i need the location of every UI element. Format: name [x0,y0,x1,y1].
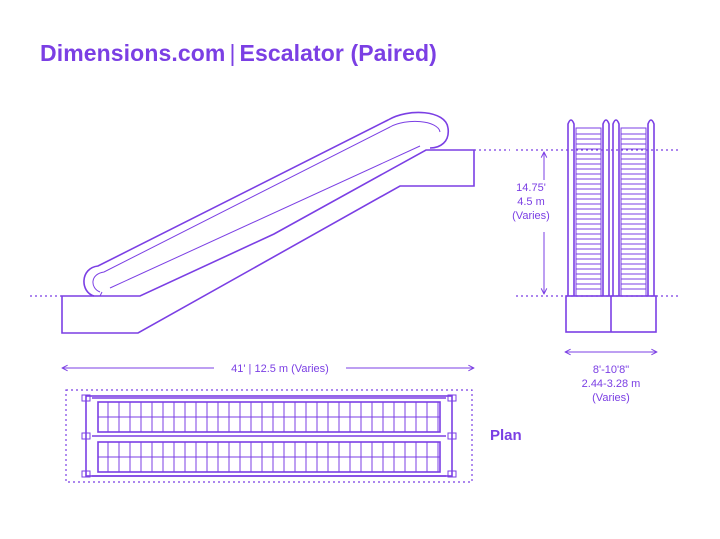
front-balustrade-left [612,119,620,296]
plan-end-post [447,394,457,402]
side-elevation [30,111,510,334]
width-ft-label: 8'-10'8" [593,364,629,376]
plan-step-grid [81,394,457,478]
rise-m-label: 4.5 m [517,196,545,208]
front-balustrade-right [647,119,655,296]
width-note-label: (Varies) [592,392,630,404]
plan-view: Plan [65,389,522,483]
page-title: Dimensions.com|Escalator (Paired) [40,40,437,67]
drawing-subject: Escalator (Paired) [239,40,437,66]
front-escalator-pair [567,119,655,297]
handrail-foot [99,291,103,297]
glass-panel-line [109,145,421,289]
front-step-band [620,127,647,297]
plan-end-post [447,432,457,440]
front-elevation: 14.75' 4.5 m (Varies) 8'-10'8" 2.44-3.28… [512,119,680,404]
rise-note-label: (Varies) [512,210,550,222]
rise-ft-label: 14.75' [516,182,546,194]
handrail-outer [83,111,450,297]
front-step-band [575,127,602,297]
plan-end-post [81,394,91,402]
plan-end-post [447,470,457,478]
front-balustrade-right [602,119,610,296]
escalator-truss [61,149,475,334]
length-dimension: 41' | 12.5 m (Varies) [62,363,474,375]
plan-end-post [81,470,91,478]
plan-boundary [65,389,473,483]
front-balustrade-left [567,119,575,296]
plan-end-post [81,432,91,440]
handrail-inner [92,120,441,293]
title-separator: | [229,40,236,66]
plan-label: Plan [490,427,522,444]
length-label: 41' | 12.5 m (Varies) [231,363,329,375]
width-m-label: 2.44-3.28 m [582,378,641,390]
brand-name: Dimensions.com [40,40,226,66]
